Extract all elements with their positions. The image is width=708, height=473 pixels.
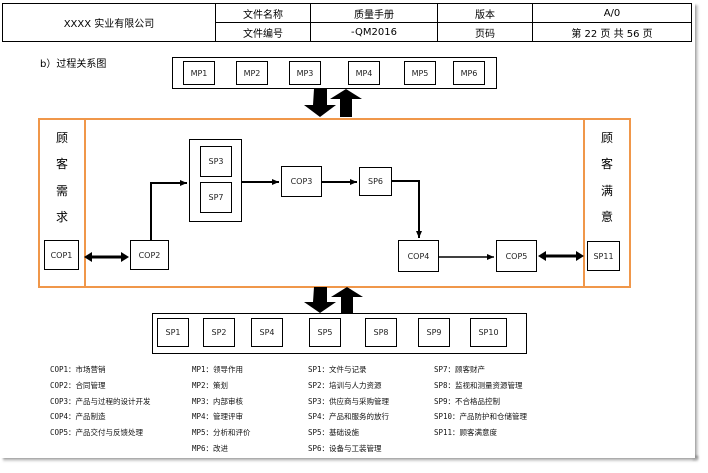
mp-box: MP4 — [348, 61, 380, 85]
legend-item: SP11：顾客满意度 — [434, 428, 498, 438]
customer-requirement-char: 客 — [55, 157, 68, 171]
customer-satisfaction-char: 客 — [600, 157, 613, 171]
legend-item: SP2：培训与人力资源 — [308, 380, 382, 390]
page-value: 第 22 页 共 56 页 — [532, 22, 692, 42]
arrowhead-right-icon — [121, 252, 129, 262]
node-sp11: SP11 — [587, 241, 620, 271]
legend-item: SP7：顾客财产 — [434, 365, 486, 374]
legend-item: COP5：产品交付与反馈处理 — [50, 428, 144, 438]
arrowhead-left-icon — [538, 251, 546, 261]
legend-item: COP4：产品制造 — [50, 412, 106, 422]
company-name: XXXX 实业有限公司 — [2, 3, 216, 42]
sp-box: SP8 — [365, 318, 397, 347]
big-arrow-down-icon — [304, 89, 336, 117]
mp-box: MP5 — [404, 61, 436, 85]
node-cop4: COP4 — [398, 240, 439, 272]
node-cop5: COP5 — [496, 240, 537, 272]
legend-item: COP3：产品与过程的设计开发 — [50, 396, 151, 406]
management-processes-frame — [172, 57, 497, 89]
legend-col-sp-a: SP1：文件与记录 SP2：培训与人力资源 SP3：供应商与采购管理 SP4：产… — [308, 362, 389, 457]
big-arrow-up-icon — [331, 287, 363, 313]
sp-box: SP5 — [309, 318, 341, 347]
legend-item: MP2：策划 — [192, 380, 229, 390]
doc-no-value: -QM2016 — [310, 22, 438, 42]
support-processes-frame — [152, 313, 527, 354]
page-shadow-right — [693, 5, 699, 460]
mp-box: MP6 — [453, 61, 485, 85]
legend-item: MP4：管理评审 — [192, 412, 244, 422]
node-cop3: COP3 — [281, 166, 322, 197]
node-sp6: SP6 — [359, 167, 392, 196]
connectors — [84, 89, 584, 313]
customer-requirement-char: 顾 — [55, 131, 68, 145]
connector-cop2-sp-group — [150, 180, 187, 240]
legend-item: COP1：市场营销 — [50, 365, 106, 374]
mp-box: MP3 — [289, 61, 321, 85]
mp-box: MP1 — [183, 61, 215, 85]
legend-item: SP3：供应商与采购管理 — [308, 396, 390, 406]
document-header-table: XXXX 实业有限公司 文件名称 质量手册 版本 A/0 文件编号 -QM201… — [2, 3, 692, 42]
section-title: b）过程关系图 — [40, 59, 107, 70]
legend-item: MP5：分析和评价 — [192, 428, 251, 438]
connector-sp6-cop4 — [392, 180, 422, 238]
node-sp7: SP7 — [200, 182, 232, 213]
legend-item: COP2：合同管理 — [50, 380, 106, 390]
legend-item: SP9：不合格品控制 — [434, 396, 501, 406]
customer-requirement-char: 求 — [55, 210, 68, 224]
page-shadow-bottom — [3, 456, 698, 462]
node-cop1: COP1 — [44, 240, 79, 270]
sp-box: SP10 — [470, 318, 507, 347]
legend-item: MP3：内部审核 — [192, 396, 244, 406]
legend-col-mp: MP1：领导作用 MP2：策划 MP3：内部审核 MP4：管理评审 MP5：分析… — [192, 362, 251, 457]
customer-satisfaction-frame — [583, 118, 631, 288]
customer-requirement-frame — [38, 118, 86, 288]
arrowhead-right-icon — [576, 251, 584, 261]
node-cop2: COP2 — [130, 240, 169, 270]
doc-no-label: 文件编号 — [215, 22, 311, 42]
sp-box: SP4 — [251, 318, 283, 347]
customer-requirement-char: 需 — [55, 184, 68, 198]
legend-item: SP6：设备与工装管理 — [308, 443, 382, 453]
legend-item: MP6：改进 — [192, 443, 229, 453]
sp-box: SP1 — [157, 318, 189, 347]
sp3-sp7-group — [189, 139, 242, 222]
legend-item: SP1：文件与记录 — [308, 365, 367, 374]
legend-item: SP4：产品和服务的放行 — [308, 412, 390, 422]
sp-box: SP9 — [418, 318, 450, 347]
big-arrow-up-icon — [330, 89, 362, 117]
legend-item: SP5：基础设施 — [308, 428, 360, 438]
legend-col-sp-b: SP7：顾客财产 SP8：监视和测量资源管理 SP9：不合格品控制 SP10：产… — [434, 362, 527, 441]
customer-satisfaction-char: 满 — [600, 184, 613, 198]
legend-item: SP8：监视和测量资源管理 — [434, 380, 523, 390]
big-arrow-down-icon — [304, 287, 336, 313]
page-label: 页码 — [437, 22, 533, 42]
customer-satisfaction-char: 意 — [600, 210, 613, 224]
node-sp3: SP3 — [200, 146, 232, 177]
customer-satisfaction-char: 顾 — [600, 131, 613, 145]
legend-item: SP10：产品防护和仓储管理 — [434, 412, 528, 422]
sp-box: SP2 — [203, 318, 235, 347]
legend-col-cop: COP1：市场营销 COP2：合同管理 COP3：产品与过程的设计开发 COP4… — [50, 362, 151, 441]
arrowhead-left-icon — [84, 252, 92, 262]
mp-box: MP2 — [236, 61, 268, 85]
document-page: XXXX 实业有限公司 文件名称 质量手册 版本 A/0 文件编号 -QM201… — [2, 3, 692, 457]
legend-item: MP1：领导作用 — [192, 365, 244, 374]
